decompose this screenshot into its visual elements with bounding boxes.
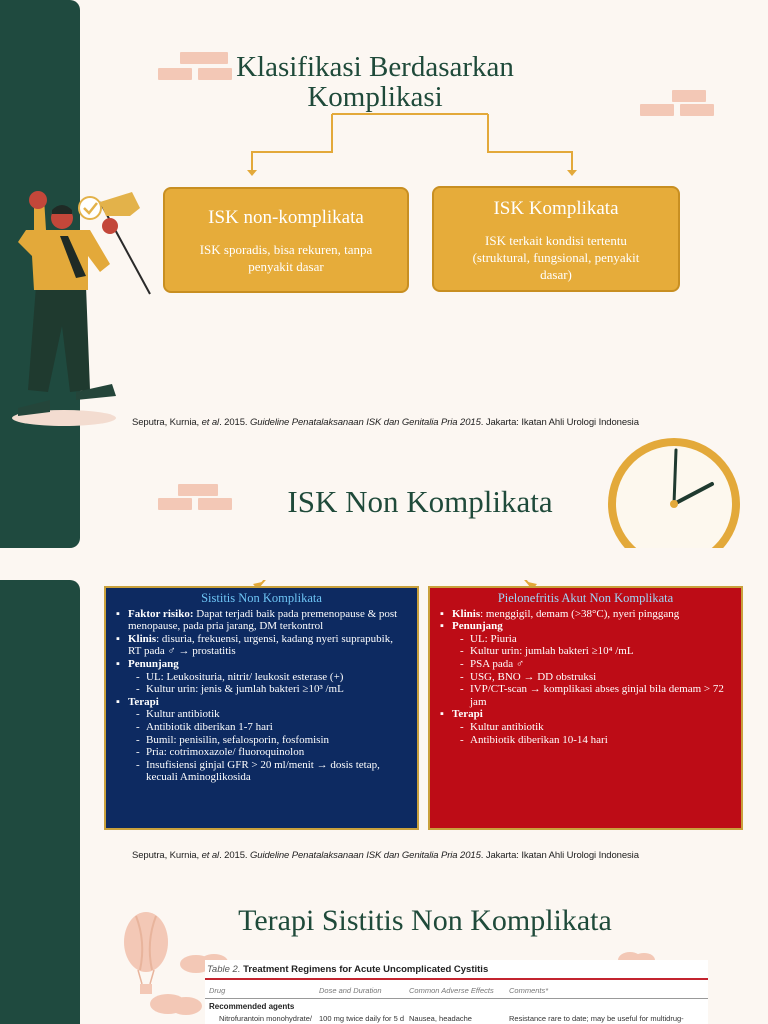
person-with-flag-illustration — [12, 191, 151, 426]
brick-decoration — [178, 484, 218, 496]
clinic-item: Klinis: disuria, frekuensi, urgensi, kad… — [116, 633, 407, 658]
treatment-table: Table 2. Treatment Regimens for Acute Un… — [205, 960, 708, 1024]
table-row: Nitrofurantoin monohydrate/ 100 mg twice… — [205, 1011, 708, 1024]
clock-icon — [608, 438, 740, 548]
brick-decoration — [158, 68, 192, 80]
citation: Seputra, Kurnia, et al. 2015. Guideline … — [132, 417, 639, 428]
brick-decoration — [180, 52, 228, 64]
slide-title: Klasifikasi Berdasarkan Komplikasi — [210, 52, 540, 112]
therapy-subitem: Antibiotik diberikan 10-14 hari — [440, 734, 731, 747]
citation: Seputra, Kurnia, et al. 2015. Guideline … — [132, 850, 639, 861]
branch-connector — [247, 113, 577, 176]
title-line-2: Komplikasi — [307, 81, 443, 113]
brick-decoration — [198, 498, 232, 510]
table-cell: Nitrofurantoin monohydrate/ — [219, 1014, 312, 1023]
hot-air-balloon-icon — [124, 912, 168, 994]
slide-isk-non-komplikata: Sistitis Non Komplikata Faktor risiko: D… — [0, 580, 768, 1024]
brick-decoration — [158, 498, 192, 510]
table-rule — [205, 978, 708, 980]
brick-decoration — [640, 104, 674, 116]
box-text: ISK sporadis, bisa rekuren, tanpa penyak… — [199, 242, 373, 274]
table-cell: 100 mg twice daily for 5 d — [319, 1014, 405, 1023]
isk-komplikata-box: ISK Komplikata ISK terkait kondisi terte… — [432, 186, 680, 292]
support-item: Penunjang — [440, 620, 731, 633]
risk-item: Faktor risiko: Dapat terjadi baik pada p… — [116, 608, 407, 633]
support-subitem: IVP/CT-scan → komplikasi abses ginjal bi… — [440, 683, 731, 708]
cloud-decoration — [150, 994, 202, 1015]
box-heading: ISK Komplikata — [493, 198, 619, 219]
therapy-subitem: Pria: cotrimoxazole/ fluoroquinolon — [116, 746, 407, 759]
therapy-subitem: Kultur antibiotik — [440, 721, 731, 734]
therapy-subitem: Antibiotik diberikan 1-7 hari — [116, 721, 407, 734]
brick-decoration — [672, 90, 706, 102]
slide-klasifikasi: Klasifikasi Berdasarkan Komplikasi ISK n… — [0, 0, 740, 548]
slide-title: ISK Non Komplikata — [287, 484, 553, 519]
header-cell: Common Adverse Effects — [409, 986, 494, 995]
support-subitem: Kultur urin: jenis & jumlah bakteri ≥10³… — [116, 683, 407, 696]
box-text: ISK terkait kondisi tertentu (struktural… — [472, 233, 640, 282]
support-subitem: UL: Leukosituria, nitrit/ leukosit ester… — [116, 671, 407, 684]
side-accent-bar — [0, 580, 80, 1024]
table-group-row: Recommended agents — [205, 998, 708, 1011]
therapy-item: Terapi — [440, 708, 731, 721]
header-cell: Comments* — [509, 986, 549, 995]
support-item: Penunjang — [116, 658, 407, 671]
slide-title: Terapi Sistitis Non Komplikata — [238, 904, 612, 937]
header-cell: Dose and Duration — [319, 986, 382, 995]
pielonefritis-panel: Pielonefritis Akut Non Komplikata Klinis… — [428, 586, 743, 830]
panel-heading: Sistitis Non Komplikata — [201, 591, 322, 605]
support-subitem: USG, BNO → DD obstruksi — [440, 671, 731, 684]
table-cell: Resistance rare to date; may be useful f… — [509, 1014, 684, 1024]
table-header: Drug Dose and Duration Common Adverse Ef… — [205, 980, 708, 995]
panel-heading: Pielonefritis Akut Non Komplikata — [497, 591, 674, 605]
therapy-item: Terapi — [116, 696, 407, 709]
isk-non-komplikata-box: ISK non-komplikata ISK sporadis, bisa re… — [163, 187, 409, 293]
brick-decoration — [680, 104, 714, 116]
box-heading: ISK non-komplikata — [208, 207, 364, 228]
therapy-subitem: Insufisiensi ginjal GFR > 20 ml/menit → … — [116, 759, 407, 784]
therapy-subitem: Bumil: penisilin, sefalosporin, fosfomis… — [116, 734, 407, 747]
therapy-subitem: Kultur antibiotik — [116, 708, 407, 721]
title-line-1: Klasifikasi Berdasarkan — [236, 51, 514, 83]
support-subitem: Kultur urin: jumlah bakteri ≥10⁴ /mL — [440, 645, 731, 658]
support-subitem: PSA pada ♂ — [440, 658, 731, 671]
table-caption: Table 2. Treatment Regimens for Acute Un… — [207, 964, 489, 975]
clinic-item: Klinis: menggigil, demam (>38°C), nyeri … — [440, 608, 731, 621]
support-subitem: UL: Piuria — [440, 633, 731, 646]
brick-decoration — [198, 68, 232, 80]
header-cell: Drug — [209, 986, 226, 995]
table-cell: Nausea, headache — [409, 1014, 472, 1023]
sistitis-panel: Sistitis Non Komplikata Faktor risiko: D… — [104, 586, 419, 830]
